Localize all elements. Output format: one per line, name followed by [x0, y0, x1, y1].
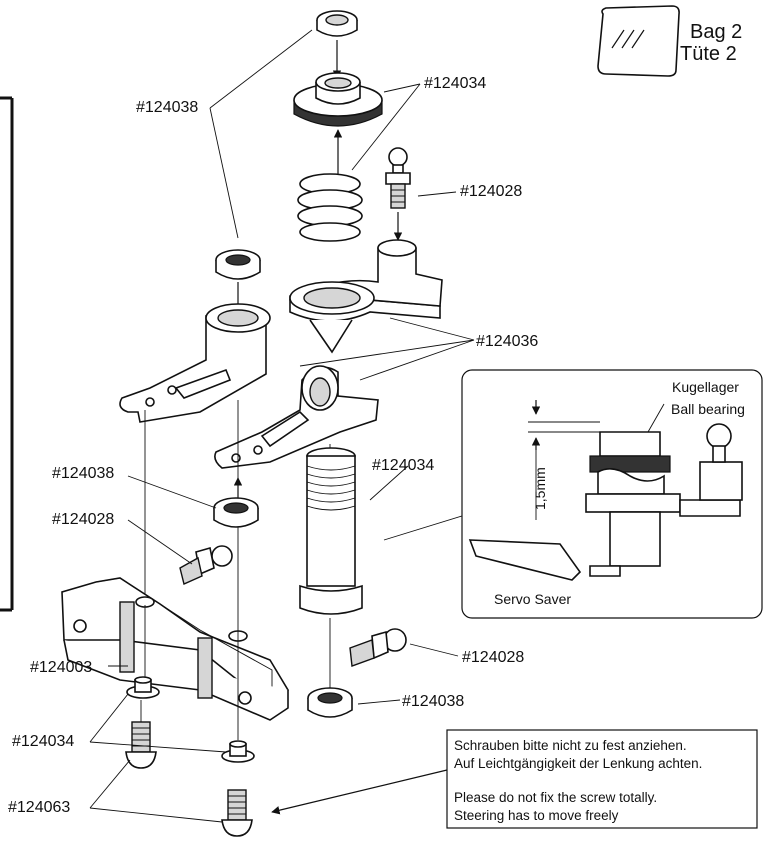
steering-right-arm	[214, 365, 379, 469]
servo-saver-upper-arm	[289, 239, 443, 354]
part-label-124036: #124036	[476, 333, 538, 350]
note-arrow	[271, 769, 448, 815]
knurled-adjust-nut	[293, 72, 383, 127]
note-de-line2: Auf Leichtgängigkeit der Lenkung achten.	[454, 756, 702, 771]
part-label-124028-right: #124028	[462, 649, 524, 666]
detail-caption: Servo Saver	[494, 591, 571, 607]
threaded-post	[299, 447, 363, 615]
part-label-124063: #124063	[8, 799, 70, 816]
part-label-124038-left: #124038	[52, 465, 114, 482]
bearing-leader	[647, 403, 665, 433]
part-label-124034-bottom: #124034	[12, 733, 74, 750]
part-label-124034-mid: #124034	[372, 457, 434, 474]
left-ball-bearing	[215, 249, 261, 280]
screw-left	[125, 721, 157, 769]
detail-label-ball-bearing: Ball bearing	[671, 401, 745, 417]
bag-label-de: Tüte 2	[680, 43, 737, 65]
gap-dimension	[528, 400, 600, 520]
detail-label-kugellager: Kugellager	[672, 379, 739, 395]
bag-label-en: Bag 2	[690, 21, 742, 43]
spring	[297, 173, 363, 242]
part-label-124003: #124003	[30, 659, 92, 676]
page-frame-bracket	[0, 96, 14, 612]
ball-stud-top	[385, 147, 411, 209]
top-ball-bearing	[316, 10, 358, 37]
part-label-124038-top: #124038	[136, 99, 198, 116]
bag-icon	[597, 5, 680, 77]
screw-center	[221, 789, 253, 837]
steering-bridge	[61, 577, 290, 721]
note-box	[446, 729, 758, 829]
part-label-124028-left: #124028	[52, 511, 114, 528]
note-en-line2: Steering has to move freely	[454, 808, 619, 823]
note-de-line1: Schrauben bitte nicht zu fest anziehen.	[454, 738, 687, 753]
mid-ball-bearing	[213, 497, 259, 528]
bottom-ball-bearing	[307, 687, 353, 718]
callout-pointer	[383, 515, 463, 548]
detail-servo-saver	[468, 423, 743, 581]
bushing-center	[221, 740, 255, 763]
note-en-line1: Please do not fix the screw totally.	[454, 790, 657, 805]
detail-label-gap: 1,5mm	[532, 467, 548, 510]
part-label-124028-top: #124028	[460, 183, 522, 200]
leader-lines	[89, 29, 475, 823]
part-label-124034-top: #124034	[424, 75, 486, 92]
ball-stud-left	[179, 545, 233, 585]
part-label-124038-bottom: #124038	[402, 693, 464, 710]
bushing-left	[126, 676, 160, 699]
steering-left-arm	[119, 303, 271, 423]
ball-stud-right	[349, 628, 407, 667]
